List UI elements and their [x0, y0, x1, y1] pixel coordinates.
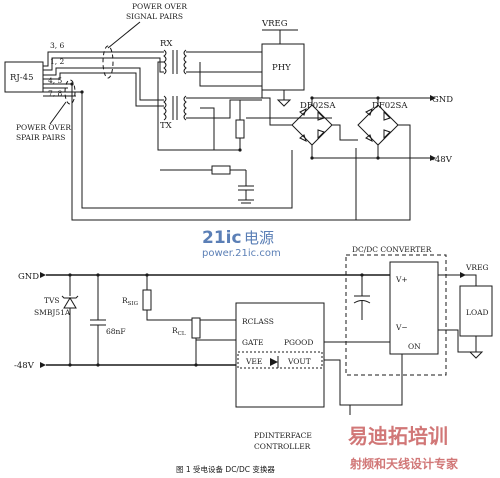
r-sig-label: RSIG — [122, 296, 138, 307]
dcdc-module — [389, 261, 439, 355]
pin-pgood: PGOOD — [284, 338, 313, 347]
watermark-21ic: 21ic — [202, 228, 242, 248]
watermark-training: 易迪拓培训 — [348, 424, 448, 448]
power-over-spare-label-1: POWER OVER — [16, 123, 71, 132]
tx-label: TX — [160, 121, 173, 131]
watermark-power-cn: 电源 — [244, 229, 274, 247]
rj45-connector — [4, 61, 44, 93]
watermark-training-sub: 射频和天线设计专家 — [349, 456, 459, 471]
spare-pair-ellipse — [64, 79, 76, 105]
load-ground-symbol — [468, 351, 484, 359]
power-over-spare-label-2: SPAIR PAIRS — [16, 133, 65, 142]
rc-termination-network — [160, 100, 254, 204]
load-label: LOAD — [466, 308, 489, 317]
signal-pair-ellipse — [102, 45, 114, 79]
r-sig-resistor — [142, 273, 236, 321]
dcdc-converter-boundary — [345, 254, 447, 376]
vreg-top-label: VREG — [261, 19, 288, 29]
watermark-url: power.21ic.com — [202, 248, 281, 259]
phy-block — [261, 43, 305, 91]
rx-label: RX — [160, 39, 173, 49]
dcdc-input-capacitor — [353, 273, 371, 320]
neg48-bottom-label: -48V — [14, 361, 35, 371]
gnd-top-label: GND — [432, 95, 453, 105]
pin-gate: GATE — [242, 338, 263, 347]
input-capacitor — [90, 273, 106, 367]
vreg-bottom-label: VREG — [465, 263, 489, 272]
tx-transformer — [150, 62, 263, 150]
bridge-rectifier-2 — [357, 104, 399, 146]
controller-label-1: PDINTERFACE — [254, 431, 312, 440]
rj45-label: RJ-45 — [10, 73, 34, 83]
pin-label-4-5: 4, 5 — [48, 76, 63, 85]
power-over-signal-label-1: POWER OVER — [132, 2, 187, 11]
power-over-signal-label-2: SIGNAL PAIRS — [126, 12, 183, 21]
phy-label: PHY — [272, 63, 291, 73]
pin-label-1-2: 1, 2 — [50, 57, 65, 66]
tvs-label-1: TVS — [44, 296, 60, 305]
dcdc-vminus: V− — [395, 323, 408, 332]
pin-label-7-8: 7, 8 — [48, 89, 63, 98]
cap-value-label: 68nF — [106, 327, 126, 336]
dcdc-on: ON — [408, 342, 421, 351]
r-cl-resistor — [191, 317, 236, 367]
pin-vout: VOUT — [287, 357, 311, 366]
controller-label-2: CONTROLLER — [254, 442, 311, 451]
pin-rclass: RCLASS — [242, 317, 274, 326]
phy-ground-symbol — [276, 99, 292, 107]
bridge1-label: DF02SA — [300, 101, 336, 111]
neg48-top-label: -48V — [432, 155, 453, 165]
r-cl-label: RCL — [172, 326, 186, 337]
pin-label-3-6: 3, 6 — [50, 41, 65, 50]
gnd-bottom-label: GND — [18, 272, 39, 282]
bridge2-label: DF02SA — [372, 101, 408, 111]
dcdc-title: DC/DC CONVERTER — [352, 245, 432, 254]
tvs-label-2: SMBJ51A — [34, 308, 71, 317]
dcdc-vplus: V+ — [395, 275, 408, 284]
bridge-rectifier-1 — [291, 104, 333, 146]
pin-vee: VEE — [245, 357, 262, 366]
tvs-diode — [61, 273, 79, 367]
figure-caption: 图 1 受电设备 DC/DC 变换器 — [176, 464, 275, 474]
signal-pair-wires — [43, 51, 357, 221]
pd-interface-controller — [235, 302, 325, 408]
